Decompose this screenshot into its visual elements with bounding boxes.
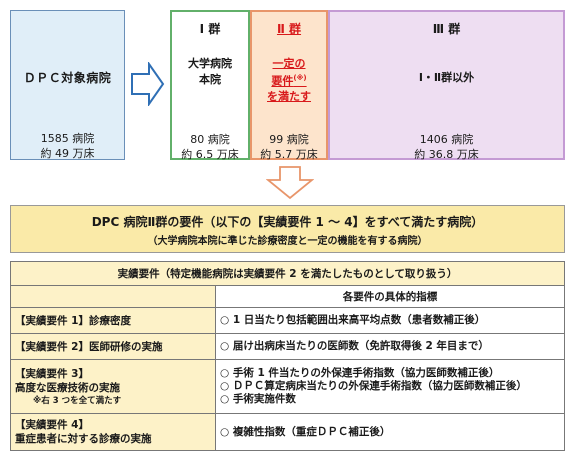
- dpc-hospital-count: 1585 病院: [40, 132, 95, 145]
- group-1-body-line: 本院: [199, 73, 221, 86]
- table-title-row: 実績要件（特定機能病院は実績要件 2 を満たしたものとして取り扱う）: [10, 261, 565, 286]
- requirement-label-line: 【実績要件 3】: [15, 367, 89, 380]
- table-row: 【実績要件 4】 重症患者に対する診療の実施 ○ 複雑性指数（重症ＤＰＣ補正後）: [10, 413, 565, 451]
- indicator-item: ○ 手術実施件数: [220, 393, 296, 405]
- table-row: 【実績要件 2】医師研修の実施 ○ 届け出病床当たりの医師数（免許取得後 2 年…: [10, 333, 565, 360]
- group-2-requirement-box: DPC 病院Ⅱ群の要件（以下の【実績要件 1 ～ 4】をすべて満たす病院） （大…: [10, 205, 565, 253]
- indicator-item: ○ ＤＰＣ算定病床当たりの外保連手術指数（協力医師数補正後）: [220, 380, 527, 392]
- requirement-note: ※右 3 つを全て満たす: [33, 395, 122, 406]
- indicator-header: 各要件の具体的指標: [215, 285, 565, 308]
- group-3-hospital-count: 1406 病院: [419, 133, 474, 146]
- group-3-bed-count: 約 36.8 万床: [414, 148, 479, 161]
- requirement-indicators: ○ 届け出病床当たりの医師数（免許取得後 2 年目まで）: [215, 333, 565, 360]
- group-2-body-line: 一定の: [272, 57, 306, 70]
- group-2-count: 99 病院 約 5.7 万床: [252, 132, 326, 162]
- requirement-label: 【実績要件 3】 高度な医療技術の実施 ※右 3 つを全て満たす: [10, 359, 216, 414]
- requirement-label: 【実績要件 2】医師研修の実施: [10, 333, 216, 360]
- dpc-count: 1585 病院 約 49 万床: [11, 131, 124, 161]
- group-1-title: Ⅰ 群: [199, 22, 221, 36]
- group-2-title: Ⅱ 群: [276, 22, 302, 36]
- requirement-label-line: 高度な医療技術の実施: [15, 381, 120, 394]
- indicator-item: ○ 1 日当たり包括範囲出来高平均点数（患者数補正後）: [220, 314, 486, 326]
- group-2-hospital-count: 99 病院: [269, 133, 309, 146]
- table-row: 【実績要件 1】診療密度 ○ 1 日当たり包括範囲出来高平均点数（患者数補正後）: [10, 307, 565, 334]
- dpc-bed-count: 約 49 万床: [40, 147, 95, 160]
- requirements-table: 実績要件（特定機能病院は実績要件 2 を満たしたものとして取り扱う） 各要件の具…: [10, 261, 565, 451]
- group-2-bed-count: 約 5.7 万床: [260, 148, 318, 161]
- dpc-title: ＤＰＣ対象病院: [23, 71, 112, 85]
- down-arrow-icon: [266, 166, 314, 200]
- group-2-box: Ⅱ 群 一定の 要件(※) を満たす 99 病院 約 5.7 万床: [250, 10, 328, 162]
- requirement-label-line: 【実績要件 2】医師研修の実施: [15, 340, 163, 353]
- requirement-label: 【実績要件 1】診療密度: [10, 307, 216, 334]
- group-2-body: 一定の 要件(※) を満たす: [252, 56, 326, 104]
- group-3-body: Ⅰ・Ⅱ群以外: [330, 70, 563, 86]
- indicator-item: ○ 届け出病床当たりの医師数（免許取得後 2 年目まで）: [220, 340, 489, 352]
- group-3-body-line: Ⅰ・Ⅱ群以外: [418, 71, 475, 84]
- group-1-body: 大学病院 本院: [172, 56, 248, 88]
- right-arrow-icon: [131, 62, 165, 106]
- requirement-title: DPC 病院Ⅱ群の要件（以下の【実績要件 1 ～ 4】をすべて満たす病院）: [91, 215, 484, 229]
- table-header-row: 各要件の具体的指標: [10, 285, 565, 308]
- group-2-body-line: 要件(※): [252, 71, 326, 89]
- group-2-note-mark: (※): [293, 74, 307, 82]
- group-1-bed-count: 約 6.5 万床: [181, 148, 239, 161]
- group-2-body-line: を満たす: [267, 89, 311, 103]
- group-1-box: Ⅰ 群 大学病院 本院 80 病院 約 6.5 万床: [170, 10, 250, 162]
- requirement-indicators: ○ 1 日当たり包括範囲出来高平均点数（患者数補正後）: [215, 307, 565, 334]
- requirement-label-line: 【実績要件 1】診療密度: [15, 314, 131, 327]
- group-2-requirement-word: 要件: [271, 74, 294, 88]
- requirement-label-line: 【実績要件 4】: [15, 419, 89, 431]
- group-1-body-line: 大学病院: [188, 57, 232, 70]
- requirement-indicators: ○ 複雑性指数（重症ＤＰＣ補正後）: [215, 413, 565, 451]
- requirement-label: 【実績要件 4】 重症患者に対する診療の実施: [10, 413, 216, 451]
- requirement-subtitle: （大学病院本院に準じた診療密度と一定の機能を有する病院）: [147, 236, 428, 247]
- requirement-indicators: ○ 手術 1 件当たりの外保連手術指数（協力医師数補正後） ○ ＤＰＣ算定病床当…: [215, 359, 565, 414]
- group-3-box: Ⅲ 群 Ⅰ・Ⅱ群以外 1406 病院 約 36.8 万床: [328, 10, 565, 162]
- group-1-count: 80 病院 約 6.5 万床: [172, 132, 248, 162]
- requirement-label-line: 重症患者に対する診療の実施: [15, 433, 152, 445]
- group-3-title: Ⅲ 群: [432, 22, 461, 36]
- table-title: 実績要件（特定機能病院は実績要件 2 を満たしたものとして取り扱う）: [10, 261, 565, 286]
- table-row: 【実績要件 3】 高度な医療技術の実施 ※右 3 つを全て満たす ○ 手術 1 …: [10, 359, 565, 414]
- group-3-count: 1406 病院 約 36.8 万床: [330, 132, 563, 162]
- indicator-item: ○ 手術 1 件当たりの外保連手術指数（協力医師数補正後）: [220, 367, 500, 379]
- table-header-empty: [10, 285, 216, 308]
- group-1-hospital-count: 80 病院: [190, 133, 230, 146]
- indicator-item: ○ 複雑性指数（重症ＤＰＣ補正後）: [220, 425, 391, 438]
- dpc-target-hospitals-box: ＤＰＣ対象病院 1585 病院 約 49 万床: [10, 10, 125, 160]
